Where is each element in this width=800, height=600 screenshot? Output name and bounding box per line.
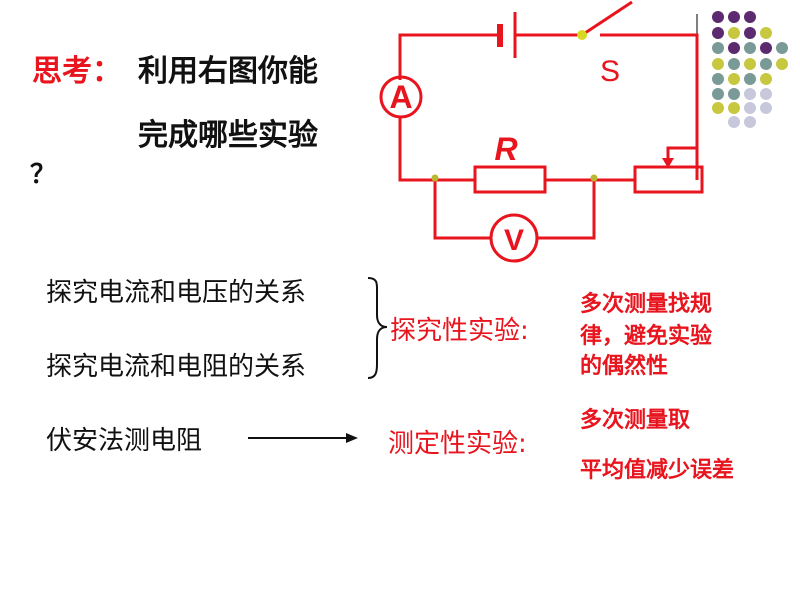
rheostat-arrow-icon: [662, 158, 674, 168]
note-measurement-line-2: 平均值减少误差: [580, 458, 735, 483]
switch-label: S: [600, 55, 620, 88]
switch-pivot-dot: [577, 30, 587, 40]
question-line-1: 利用右图你能: [138, 54, 318, 89]
voltmeter-circle: [489, 213, 539, 263]
voltmeter-label: V: [504, 224, 524, 257]
category-measurement: 测定性实验:: [388, 429, 527, 459]
ammeter-circle: [379, 75, 423, 119]
experiment-item-2: 探究电流和电阻的关系: [46, 352, 307, 382]
rheostat: [633, 165, 704, 194]
question-mark: ？: [30, 160, 57, 190]
wire-voltmeter-left: [433, 178, 490, 240]
note-exploratory-line-3: 的偶然性: [580, 354, 669, 379]
junction-dot-right: [590, 174, 598, 182]
curly-brace: [367, 277, 388, 379]
decorative-dot-grid: [712, 11, 788, 128]
question-label: 思考：: [32, 54, 122, 89]
wire-voltmeter-right: [538, 178, 596, 240]
resistor-R: [473, 165, 547, 194]
experiment-item-3: 伏安法测电阻: [46, 426, 203, 456]
resistor-label: R: [494, 131, 517, 167]
ammeter-label: A: [389, 79, 412, 115]
wire-left-lower: [398, 118, 475, 182]
experiment-item-1: 探究电流和电压的关系: [46, 278, 307, 308]
note-exploratory-line-1: 多次测量找规: [580, 292, 713, 317]
wire-top-left: [398, 33, 500, 80]
arrow-right-icon: [346, 433, 358, 443]
category-exploratory: 探究性实验:: [390, 316, 529, 346]
switch-lever: [581, 0, 633, 37]
rheostat-slider-wire: [666, 35, 699, 160]
note-measurement-line-1: 多次测量取: [580, 408, 691, 433]
question-line-2: 完成哪些实验: [138, 118, 318, 153]
note-exploratory-line-2: 律，避免实验: [580, 324, 713, 349]
junction-dot-left: [431, 174, 439, 182]
